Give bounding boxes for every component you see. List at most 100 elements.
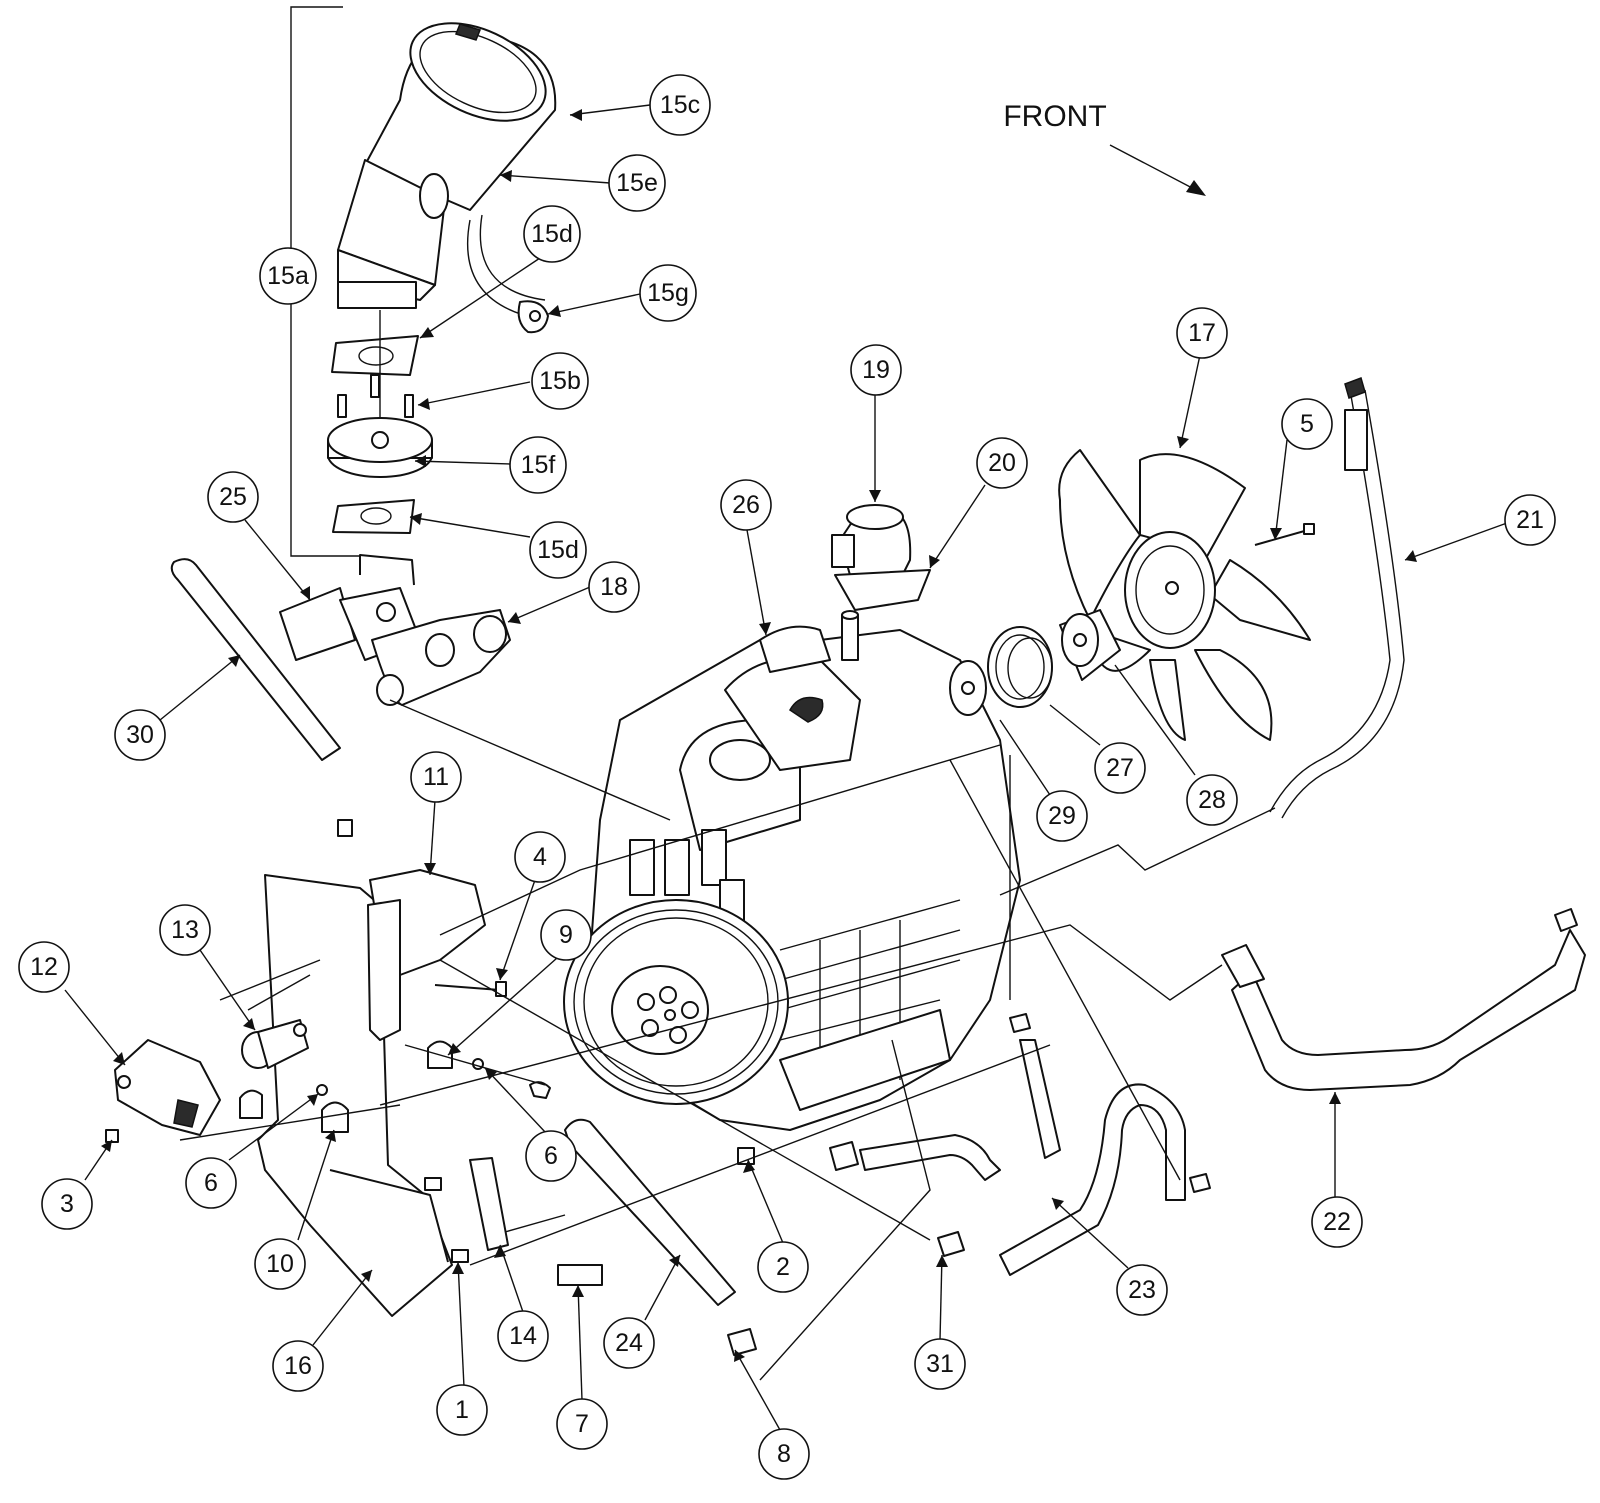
callout-label: 11: [423, 763, 449, 791]
callout-label: 10: [266, 1250, 294, 1278]
callout-label: 15c: [660, 91, 700, 119]
callout-arrowheads: [101, 109, 1417, 1362]
callout-label: 15d: [531, 220, 573, 248]
callout-28: 28: [1186, 774, 1238, 826]
bolt-6-left: [316, 1084, 328, 1096]
controller-12: [114, 1039, 221, 1136]
callout-label: 22: [1323, 1208, 1351, 1236]
wing-clamp: [1554, 908, 1578, 932]
callout-18: 18: [588, 561, 640, 613]
callout-15d-top: 15d: [523, 205, 581, 263]
bolt-1-top: [424, 1177, 442, 1191]
callout-15a: 15a: [259, 247, 317, 305]
clamp-8: [727, 1328, 757, 1356]
callout-label: 21: [1516, 506, 1544, 534]
nut-top: [337, 819, 353, 837]
pin-7: [557, 1264, 603, 1286]
callout-label: 3: [60, 1190, 74, 1218]
callout-24: 24: [603, 1317, 655, 1369]
callout-label: 15e: [616, 169, 658, 197]
bolt-5: [1254, 523, 1315, 546]
sensor-13: [241, 974, 311, 1069]
bracket-14: [469, 1157, 509, 1251]
hardware: [105, 819, 1578, 1356]
callout-27: 27: [1094, 742, 1146, 794]
callout-label: 9: [559, 921, 573, 949]
callout-label: 12: [30, 953, 58, 981]
callout-label: 15g: [647, 279, 689, 307]
clamp-right: [529, 1081, 551, 1099]
callout-15c: 15c: [649, 74, 711, 136]
fitting-top: [1009, 1013, 1031, 1033]
callout-label: 26: [732, 491, 760, 519]
air-cleaner-assembly: [337, 22, 557, 334]
callout-label: 15a: [267, 262, 309, 290]
callout-4: 4: [514, 831, 566, 883]
bolt-1: [451, 1249, 469, 1263]
clamp-left: [239, 1089, 263, 1119]
callout-label: 30: [126, 721, 154, 749]
callout-12: 12: [18, 941, 70, 993]
callout-16: 16: [272, 1340, 324, 1392]
gasket-15d-bottom: [332, 499, 415, 534]
pulley-27: [987, 626, 1053, 708]
gasket-adapter-stack: [327, 310, 433, 534]
hose-24: [564, 1118, 736, 1306]
exhaust-manifold: [279, 554, 511, 706]
flywheel: [563, 899, 789, 1105]
callout-label: 15d: [537, 536, 579, 564]
callout-label: 15b: [539, 367, 581, 395]
clamp-10: [321, 1101, 349, 1133]
callout-label: 1: [455, 1396, 469, 1424]
front-arrow-line: [1109, 144, 1197, 191]
callout-17: 17: [1176, 307, 1228, 359]
callout-20: 20: [976, 437, 1028, 489]
callout-1: 1: [436, 1384, 488, 1436]
callout-6-right: 6: [525, 1130, 577, 1182]
callout-25: 25: [207, 471, 259, 523]
callout-31: 31: [914, 1338, 966, 1390]
hose-23: [999, 1039, 1186, 1276]
callout-23: 23: [1116, 1264, 1168, 1316]
callout-15d-bottom: 15d: [529, 521, 587, 579]
bolt-4: [434, 984, 501, 991]
callout-15g: 15g: [639, 264, 697, 322]
callout-label: 17: [1188, 319, 1216, 347]
callout-6-left: 6: [185, 1157, 237, 1209]
callout-label: 18: [600, 573, 628, 601]
nut-3: [105, 1129, 119, 1143]
bracket-11: [367, 869, 486, 1041]
gasket-15d-top: [331, 335, 419, 376]
callout-label: 7: [575, 1410, 589, 1438]
callout-label: 19: [862, 356, 890, 384]
callout-label: 2: [776, 1253, 790, 1281]
routing-lines: [179, 699, 1276, 1381]
tube-2: [829, 1134, 1001, 1181]
callout-label: 4: [533, 843, 547, 871]
callout-14: 14: [497, 1310, 549, 1362]
callout-label: 20: [988, 449, 1016, 477]
callout-label: 27: [1106, 754, 1134, 782]
callout-label: 13: [171, 916, 199, 944]
cable-21: [1269, 377, 1405, 819]
fitting-right: [1189, 1173, 1211, 1193]
callout-15b: 15b: [531, 352, 589, 410]
callout-label: 29: [1048, 802, 1076, 830]
callout-15f: 15f: [509, 436, 567, 494]
callout-label: 6: [204, 1169, 218, 1197]
callout-9: 9: [540, 909, 592, 961]
callout-label: 16: [284, 1352, 312, 1380]
callout-label: 31: [926, 1350, 954, 1378]
callout-15e: 15e: [608, 154, 666, 212]
callout-22: 22: [1311, 1196, 1363, 1248]
callout-3: 3: [41, 1178, 93, 1230]
front-label: FRONT: [1003, 100, 1106, 133]
callout-30: 30: [114, 709, 166, 761]
hose-30: [170, 558, 341, 761]
callout-label: 8: [777, 1440, 791, 1468]
nut-2: [737, 1147, 755, 1165]
callout-10: 10: [254, 1238, 306, 1290]
callout-19: 19: [850, 344, 902, 396]
hose-22: [1221, 929, 1586, 1091]
fan-spacer-28: [1059, 609, 1121, 681]
